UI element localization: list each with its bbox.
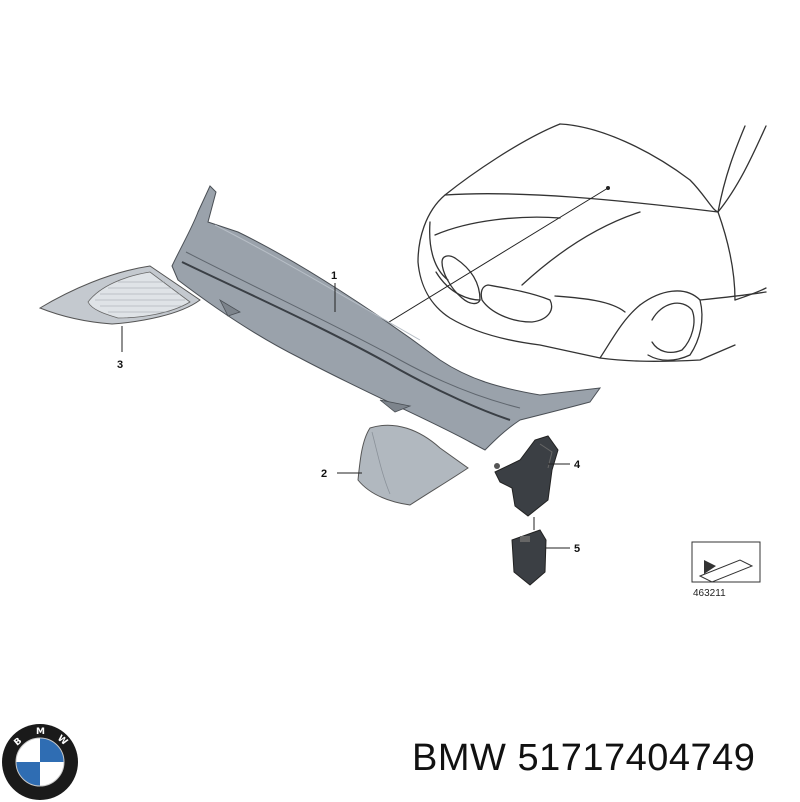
logo-letter-b: B xyxy=(13,736,25,748)
part-number: 51717404749 xyxy=(517,737,756,779)
bmw-logo: B M W xyxy=(2,724,78,800)
brand-name: BMW xyxy=(412,737,507,779)
reference-code: 463211 xyxy=(693,588,726,599)
callout-5: 5 xyxy=(574,543,580,555)
reference-symbol xyxy=(691,541,761,583)
callout-4: 4 xyxy=(574,459,581,471)
callout-1: 1 xyxy=(331,270,337,282)
callout-3: 3 xyxy=(117,359,123,371)
part-caption: BMW 51717404749 xyxy=(412,737,755,780)
part-1-cowl-panel xyxy=(171,185,602,451)
leader-line-hood xyxy=(375,187,609,331)
leader-dot-hood xyxy=(606,186,610,190)
logo-letter-m: M xyxy=(36,727,45,737)
part-5-clip xyxy=(511,517,547,586)
part-2-side-cover xyxy=(357,424,469,506)
callout-2: 2 xyxy=(321,468,327,480)
part-4-bracket xyxy=(494,435,559,517)
car-front-illustration xyxy=(417,123,767,362)
part-3-grille-cover xyxy=(38,265,201,325)
